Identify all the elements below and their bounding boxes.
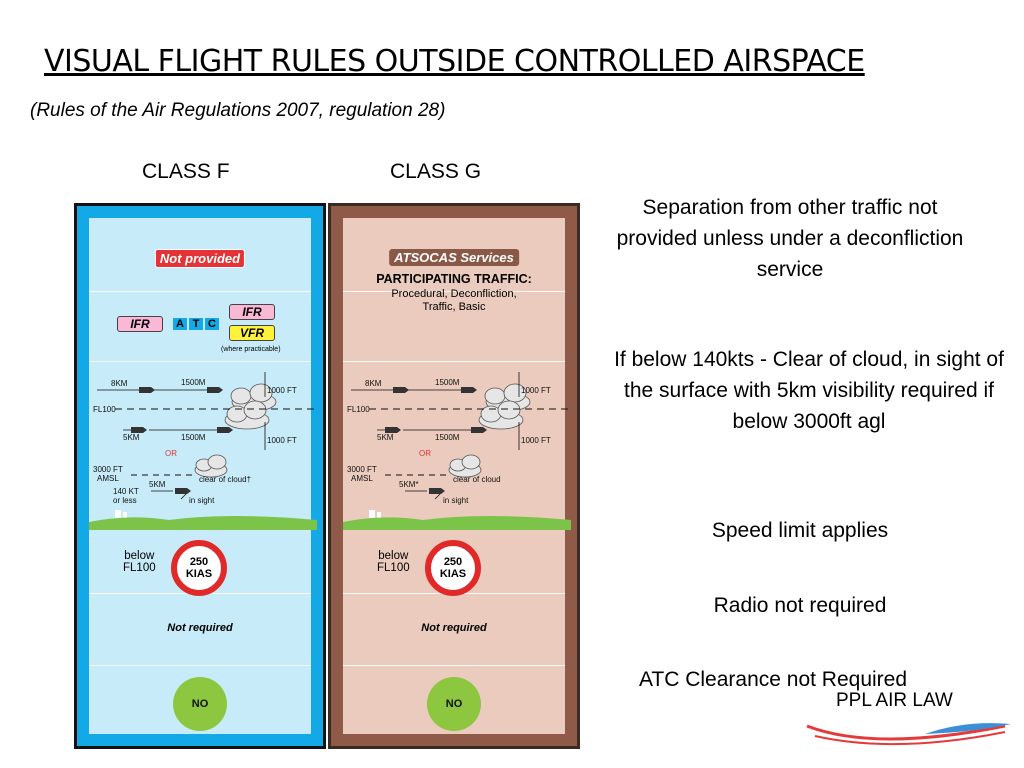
class-g-panel: ATSOCAS Services PARTICIPATING TRAFFIC: … [328, 203, 580, 749]
speed-below: below [378, 550, 409, 562]
speed-limit-value: 250 [189, 556, 209, 568]
cloud-icon [194, 383, 277, 478]
label-amsl: AMSL [351, 474, 373, 483]
speed-limit-value: 250 [443, 556, 463, 568]
ifr-pill-2: IFR [229, 304, 275, 320]
clearance-no-circle: NO [173, 677, 227, 731]
speed-section: below FL100 250 KIAS [89, 530, 311, 596]
service-section: Not provided [89, 218, 311, 292]
aircraft-icon [131, 387, 233, 494]
label-3000ft: 3000 FT [93, 465, 123, 474]
class-g-label: CLASS G [390, 160, 482, 183]
radio-text: Not required [167, 622, 233, 634]
label-in-sight: in sight [443, 496, 469, 505]
divider [343, 361, 565, 362]
label-1000ft-a: 1000 FT [521, 386, 551, 395]
label-1500m-a: 1500M [181, 378, 206, 387]
vmc-diagram: 8KM 1500M 1000 FT FL100 5KM 1500M 1000 F… [343, 362, 571, 530]
label-clear-of-cloud: clear of cloud [453, 475, 501, 484]
label-5km-a: 5KM [123, 433, 140, 442]
ground [343, 516, 571, 530]
service-section: ATSOCAS Services [343, 218, 565, 292]
speed-below: below [124, 550, 155, 562]
ground [89, 516, 317, 530]
speed-section: below FL100 250 KIAS [343, 530, 565, 596]
label-5km-b: 5KM [149, 480, 166, 489]
cloud-icon [448, 383, 531, 478]
label-1500m-b: 1500M [181, 433, 206, 442]
note-clearance: ATC Clearance not Required [638, 668, 908, 691]
radio-section: Not required [89, 594, 311, 666]
label-5km-b: 5KM* [399, 480, 419, 489]
label-5km-a: 5KM [377, 433, 394, 442]
class-f-label: CLASS F [142, 160, 230, 183]
clearance-section: NO [343, 666, 565, 740]
speed-limit-unit: KIAS [185, 568, 213, 580]
radio-section: Not required [343, 594, 565, 666]
vmc-diagram: 8KM 1500M 1000 FT FL100 5KM 1500M 1000 F… [89, 362, 317, 530]
atc-letter-t: T [189, 318, 203, 330]
label-8km: 8KM [111, 379, 128, 388]
label-1000ft-b: 1000 FT [521, 436, 551, 445]
class-f-panel: Not provided IFR A T C IFR VFR (where pr… [74, 203, 326, 749]
clearance-no-circle: NO [427, 677, 481, 731]
note-visibility: If below 140kts - Clear of cloud, in sig… [614, 348, 1004, 433]
label-fl100: FL100 [347, 405, 370, 414]
practicable-note: (where practicable) [221, 346, 281, 353]
label-fl100: FL100 [93, 405, 116, 414]
swoosh-logo-icon [806, 723, 1011, 746]
service-badge: Not provided [154, 249, 246, 268]
atc-letter-a: A [173, 318, 187, 330]
speed-fl: FL100 [123, 562, 156, 574]
service-badge: ATSOCAS Services [389, 249, 519, 266]
participating-line-2: Traffic, Basic [422, 301, 486, 313]
atc-letter-c: C [205, 318, 219, 330]
vfr-pill: VFR [229, 325, 275, 341]
speed-limit-unit: KIAS [439, 568, 467, 580]
page-subtitle: (Rules of the Air Regulations 2007, regu… [30, 100, 446, 121]
participating-title: PARTICIPATING TRAFFIC: [376, 272, 532, 286]
label-clear-of-cloud: clear of cloud† [199, 475, 251, 484]
speed-limit-sign: 250 KIAS [425, 540, 481, 596]
label-8km: 8KM [365, 379, 382, 388]
page-title: VISUAL FLIGHT RULES OUTSIDE CONTROLLED A… [44, 44, 865, 79]
label-140kt: 140 KT [113, 487, 139, 496]
logo-text: PPL AIR LAW [836, 690, 953, 711]
note-speed: Speed limit applies [711, 519, 889, 542]
label-or: OR [165, 449, 177, 458]
label-or: OR [419, 449, 431, 458]
aircraft-icon [385, 387, 487, 494]
label-3000ft: 3000 FT [347, 465, 377, 474]
label-or-less: or less [113, 496, 137, 505]
label-1000ft-b: 1000 FT [267, 436, 297, 445]
speed-fl: FL100 [377, 562, 410, 574]
label-amsl: AMSL [97, 474, 119, 483]
label-1500m-b: 1500M [435, 433, 460, 442]
radio-text: Not required [421, 622, 487, 634]
label-in-sight: in sight [189, 496, 215, 505]
label-1000ft-a: 1000 FT [267, 386, 297, 395]
note-radio: Radio not required [713, 594, 887, 617]
participating-line-1: Procedural, Deconfliction, [391, 288, 517, 300]
note-separation: Separation from other traffic not provid… [616, 196, 964, 281]
label-1500m-a: 1500M [435, 378, 460, 387]
speed-limit-sign: 250 KIAS [171, 540, 227, 596]
clearance-section: NO [89, 666, 311, 740]
ifr-pill: IFR [117, 316, 163, 332]
flight-rules-section: IFR A T C IFR VFR (where practicable) [89, 292, 311, 362]
